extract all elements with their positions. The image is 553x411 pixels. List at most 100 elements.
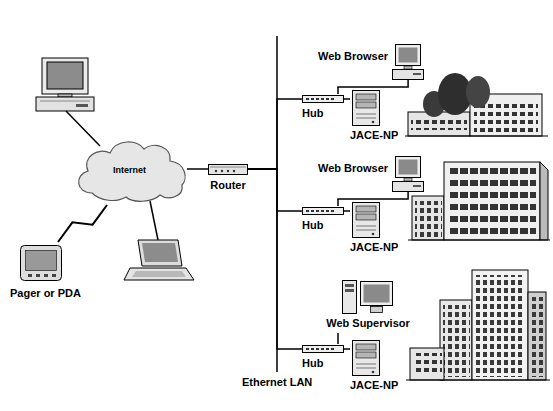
building-wing bbox=[412, 196, 444, 240]
network-cable bbox=[337, 333, 339, 344]
pda-button bbox=[36, 274, 40, 277]
screen bbox=[399, 160, 418, 175]
monitor-stand bbox=[404, 178, 412, 181]
router-body bbox=[209, 165, 248, 175]
vent-line bbox=[356, 230, 376, 231]
power-light bbox=[372, 233, 375, 236]
vent-line bbox=[356, 368, 376, 369]
pda-screen bbox=[26, 251, 57, 271]
hub-port bbox=[326, 210, 329, 212]
hub-port bbox=[326, 348, 329, 350]
monitor-stand bbox=[404, 66, 412, 69]
hub-port bbox=[331, 348, 334, 350]
building-side bbox=[540, 162, 548, 240]
hub-port bbox=[311, 98, 314, 100]
laptop-keyboard bbox=[132, 271, 186, 277]
drive-slot bbox=[413, 73, 421, 75]
device-label: JACE-NP bbox=[350, 241, 398, 254]
hub-icon bbox=[302, 344, 344, 354]
device-label: Web Browser bbox=[318, 162, 388, 175]
building-wing bbox=[408, 112, 470, 136]
network-cable bbox=[248, 169, 302, 211]
office-building bbox=[405, 73, 548, 136]
drive-bay bbox=[356, 214, 376, 220]
network-device: Web Browser bbox=[318, 156, 425, 192]
server-case bbox=[353, 341, 380, 376]
ground-line bbox=[408, 240, 550, 241]
hub-port bbox=[311, 348, 314, 350]
device-label: Hub bbox=[302, 107, 323, 120]
desktop-case bbox=[36, 97, 94, 111]
router-bevel bbox=[210, 167, 246, 168]
hub-port bbox=[316, 210, 319, 212]
building-lobby bbox=[410, 348, 444, 380]
pda-body bbox=[21, 246, 62, 281]
network-cable bbox=[187, 168, 208, 170]
device-label: Web Supervisor bbox=[326, 317, 410, 330]
device-label: Internet bbox=[113, 164, 146, 177]
window-band bbox=[413, 353, 442, 375]
vent-line bbox=[356, 114, 376, 115]
device-label: Web Browser bbox=[318, 50, 388, 63]
screen bbox=[47, 62, 83, 89]
pc-icon bbox=[392, 156, 424, 192]
network-device: Router bbox=[208, 162, 248, 195]
device-label: JACE-NP bbox=[350, 129, 398, 142]
network-device: Web Browser bbox=[318, 44, 425, 80]
router-light bbox=[227, 170, 229, 172]
building-block bbox=[444, 162, 540, 240]
building-wing bbox=[440, 300, 472, 380]
monitor bbox=[396, 157, 421, 178]
power-light bbox=[372, 121, 375, 124]
network-cable bbox=[344, 98, 350, 100]
building-tower bbox=[472, 270, 528, 380]
hub-port bbox=[331, 210, 334, 212]
network-label: Ethernet LAN bbox=[242, 376, 312, 389]
desktop-case bbox=[393, 70, 424, 80]
monitor bbox=[396, 45, 421, 66]
screen bbox=[399, 48, 418, 63]
window-band bbox=[476, 275, 525, 377]
hub-body bbox=[303, 96, 344, 103]
hub-port bbox=[306, 98, 309, 100]
cloud-shape bbox=[79, 142, 185, 201]
hub-port bbox=[331, 98, 334, 100]
network-device: JACE-NP bbox=[350, 90, 399, 145]
hub-body bbox=[303, 208, 344, 215]
drive-bay bbox=[356, 102, 376, 108]
window-band bbox=[448, 168, 536, 236]
hub-body bbox=[303, 346, 344, 353]
building-wing bbox=[528, 292, 546, 380]
laptop-screen bbox=[142, 243, 178, 262]
hub-port bbox=[306, 348, 309, 350]
router-light bbox=[215, 170, 217, 172]
device-label: Pager or PDA bbox=[10, 287, 81, 300]
pda-button bbox=[52, 274, 56, 277]
tree bbox=[466, 76, 490, 108]
wireless-link bbox=[58, 205, 107, 242]
hub-icon bbox=[302, 94, 344, 104]
network-wire bbox=[66, 111, 100, 146]
server-icon bbox=[352, 202, 380, 238]
screen bbox=[364, 285, 390, 303]
server-icon bbox=[352, 90, 380, 126]
window-band bbox=[415, 201, 442, 237]
laptop bbox=[124, 240, 194, 280]
network-device: Hub bbox=[302, 94, 344, 123]
vent-line bbox=[356, 118, 376, 119]
hub-icon bbox=[302, 206, 344, 216]
window-band bbox=[411, 118, 467, 130]
router-light bbox=[221, 170, 223, 172]
pda-button bbox=[28, 274, 32, 277]
monitor bbox=[42, 58, 88, 94]
hub-port bbox=[316, 98, 319, 100]
drive-slot bbox=[76, 104, 88, 107]
network-device: JACE-NP bbox=[350, 340, 399, 395]
hub-port bbox=[321, 348, 324, 350]
power-light bbox=[372, 371, 375, 374]
hub-port bbox=[311, 210, 314, 212]
desktop-computer bbox=[36, 58, 94, 111]
drive-bay bbox=[356, 94, 376, 100]
